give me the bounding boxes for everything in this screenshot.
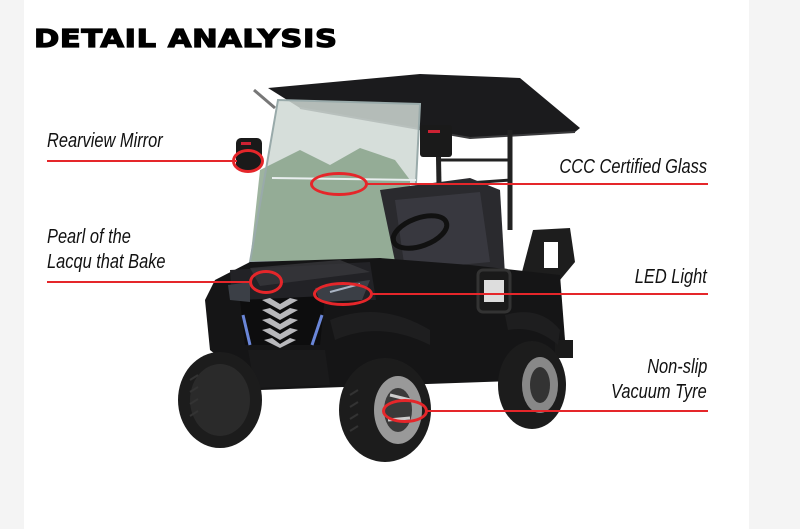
callout-tyre-label-line2: Vacuum Tyre: [611, 381, 707, 403]
callout-paint-label-line2: Lacqu that Bake: [47, 251, 166, 273]
callout-ccc-glass-marker: [310, 172, 368, 196]
callout-rearview-mirror-marker: [232, 149, 264, 173]
callout-led-light-label: LED Light: [634, 266, 707, 288]
callout-tyre-label-line1: Non-slip: [646, 356, 707, 378]
callout-paint-label-line1: Pearl of the: [47, 226, 131, 248]
callout-ccc-glass-label: CCC Certified Glass: [559, 156, 707, 178]
callout-rearview-mirror-label: Rearview Mirror: [47, 130, 163, 152]
callout-tyre-line: [426, 410, 708, 412]
callout-led-light-marker: [313, 282, 373, 306]
callout-paint-line: [47, 281, 252, 283]
callout-paint-marker: [249, 270, 283, 294]
callout-led-light-line: [372, 293, 708, 295]
callout-rearview-mirror-line: [47, 160, 237, 162]
callout-tyre-marker: [382, 399, 428, 423]
page-title: DETAIL ANALYSIS: [33, 23, 338, 53]
callout-ccc-glass-line: [366, 183, 708, 185]
